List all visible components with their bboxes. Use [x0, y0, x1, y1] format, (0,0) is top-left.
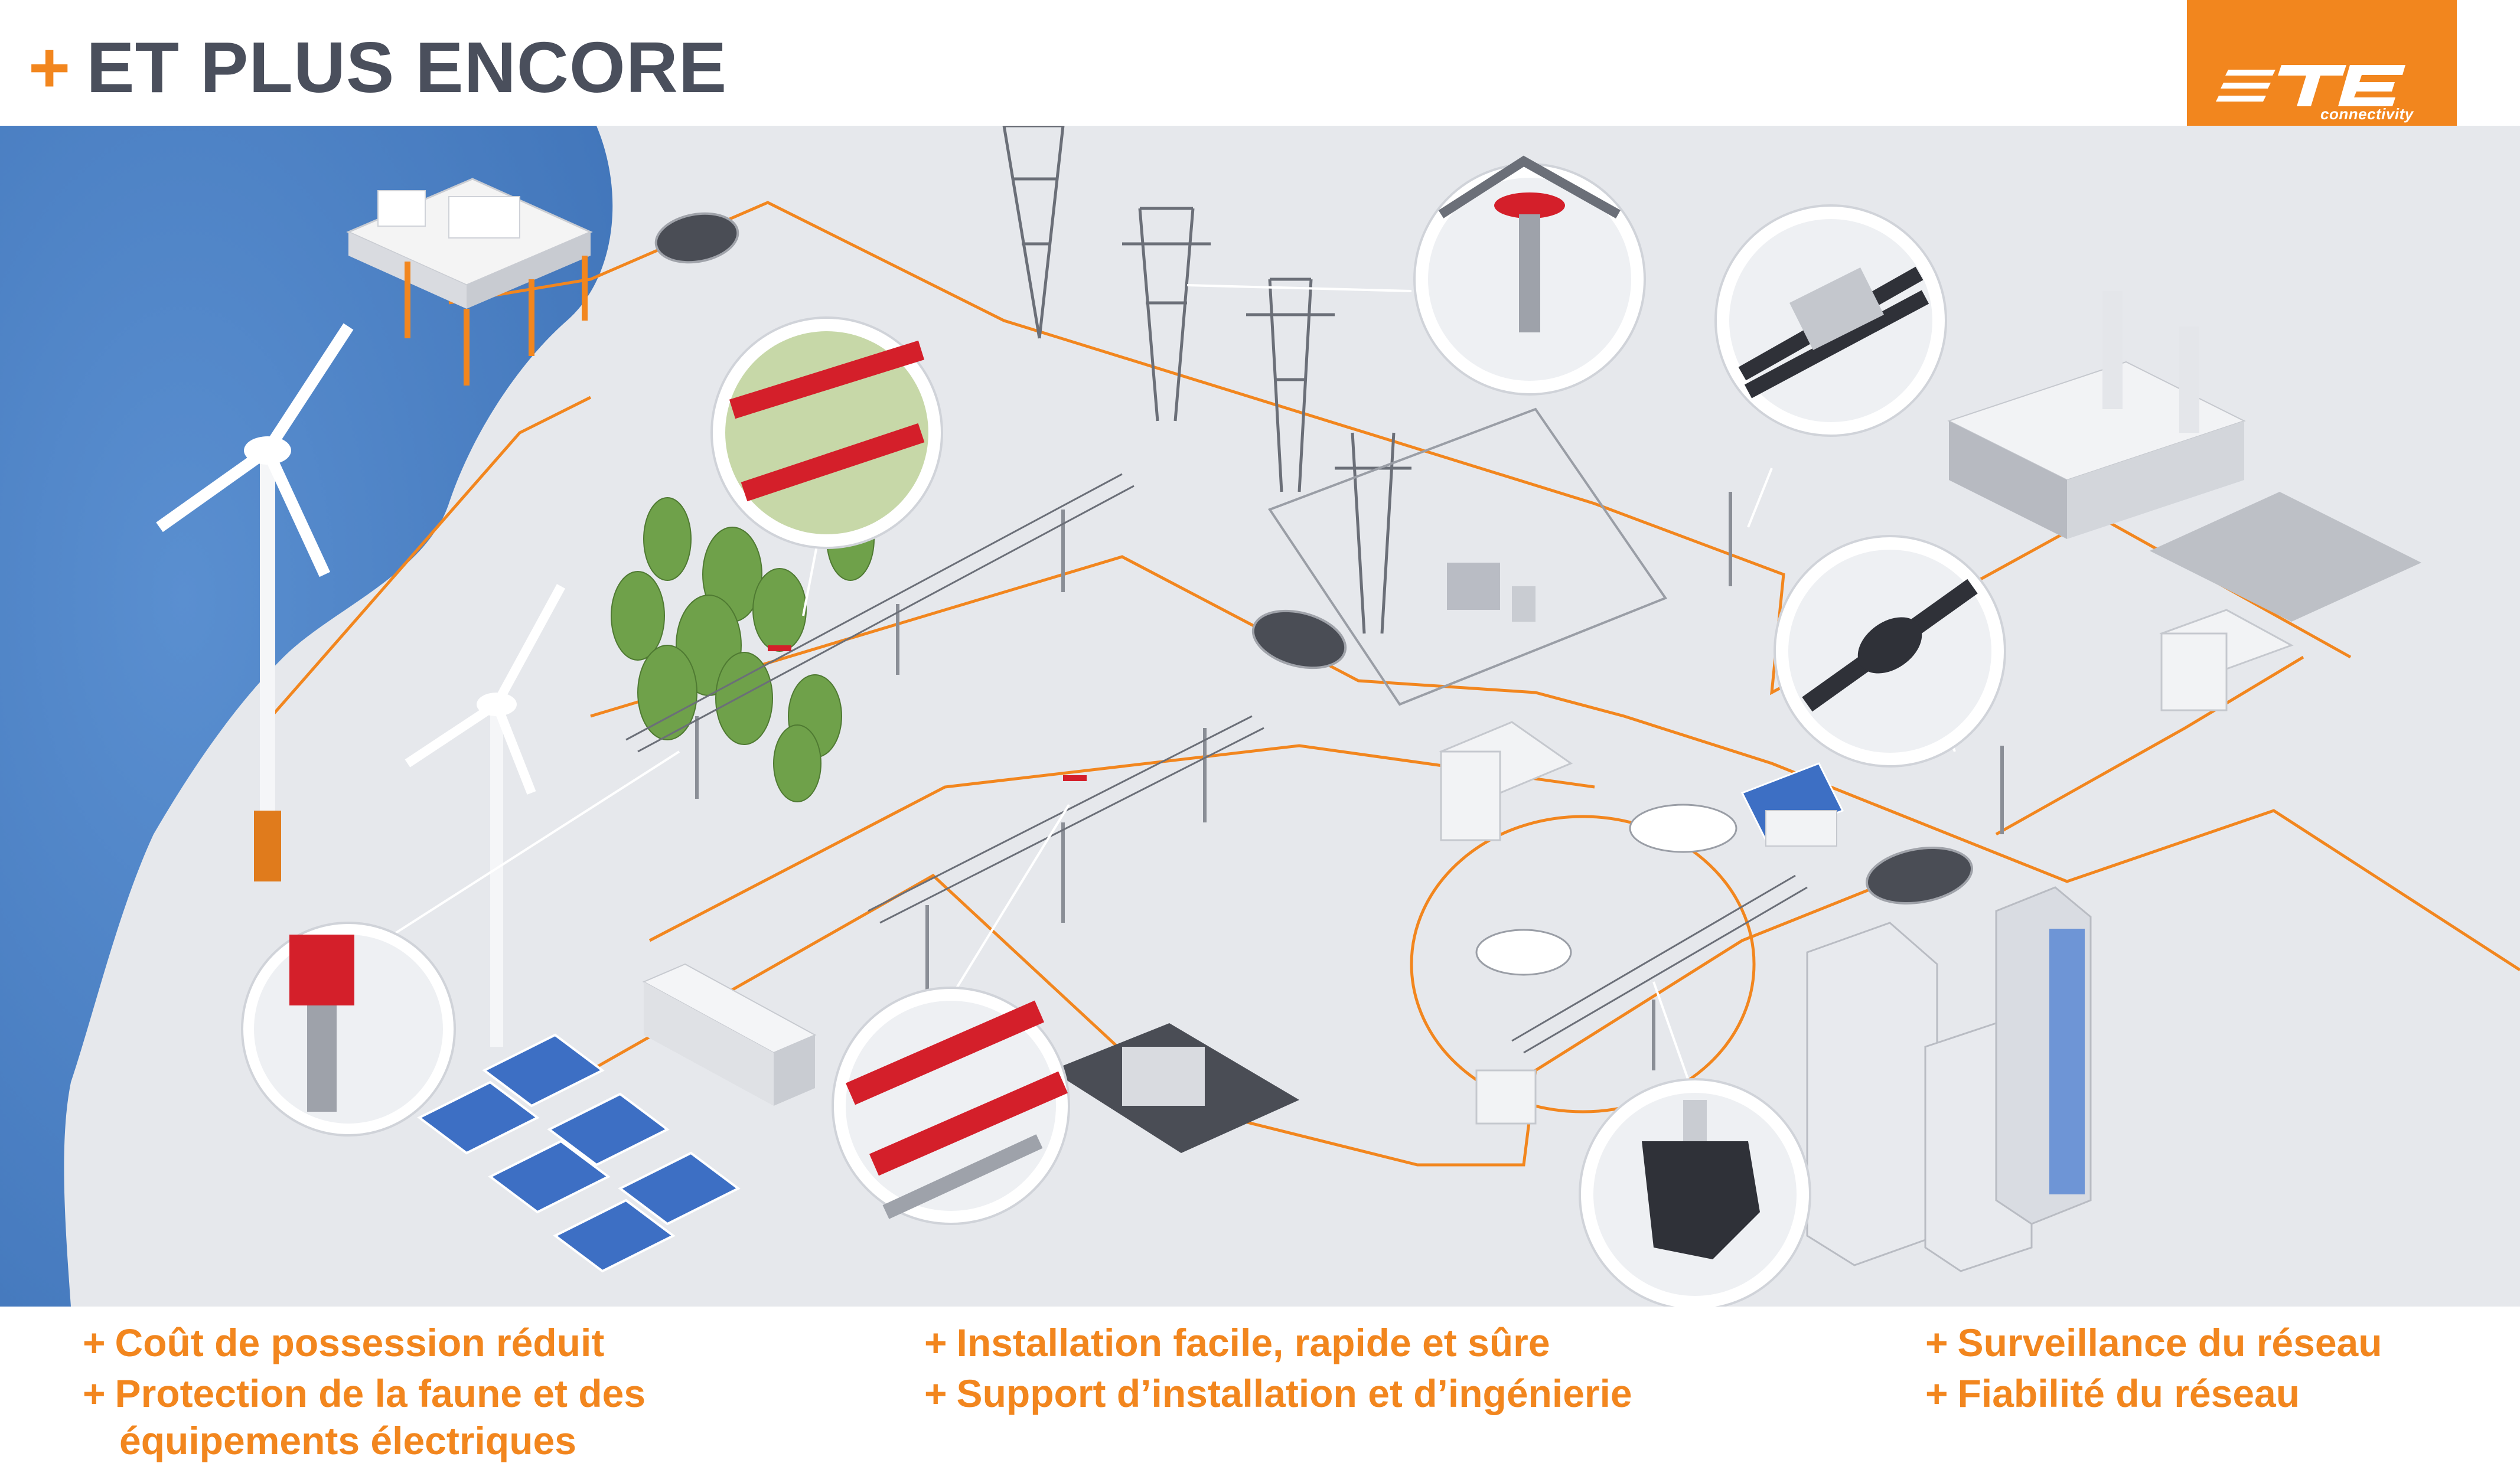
vegetation-cable-callout-icon [710, 316, 943, 549]
benefit-plus: + [83, 1371, 106, 1415]
power-grid-scene [0, 126, 2520, 1307]
bird-guard-callout-icon [832, 987, 1070, 1225]
cable-termination-callout-icon [1774, 535, 2006, 768]
wind-turbine-icon [405, 584, 566, 1047]
cable-joint-icon [654, 212, 1973, 904]
electric-car-icon [1475, 804, 1737, 976]
underground-substation-icon [1051, 1023, 1299, 1153]
benefits-column-1: +Coût de possession réduit +Protection d… [83, 1317, 646, 1466]
piercing-connector-callout-icon [1579, 1078, 1811, 1307]
benefit-text: Coût de possession réduit [115, 1321, 605, 1364]
sea-area [0, 126, 613, 1307]
house-icon [1740, 762, 1844, 847]
benefit-plus: + [1925, 1321, 1948, 1364]
benefit-item: +Surveillance du réseau [1925, 1317, 2382, 1368]
offshore-substation-icon [346, 178, 593, 386]
page-title: +ET PLUS ENCORE [28, 26, 727, 109]
callout-lines [383, 284, 1956, 1083]
benefit-item: +Protection de la faune et des [83, 1368, 646, 1419]
benefit-item: +Coût de possession réduit [83, 1317, 646, 1368]
benefits-section: +Coût de possession réduit +Protection d… [0, 1307, 2520, 1476]
benefit-plus: + [1925, 1371, 1948, 1415]
te-logo-icon [2216, 65, 2405, 106]
insulator-callout-icon [1413, 155, 1646, 396]
factory-icon [1947, 291, 2421, 622]
logo-tagline: connectivity [2320, 105, 2414, 123]
benefits-column-2: +Installation facile, rapide et sûre +Su… [924, 1317, 1632, 1419]
solar-panel-icon [417, 1033, 741, 1273]
benefit-plus: + [83, 1321, 106, 1364]
benefit-plus: + [924, 1321, 947, 1364]
wind-turbine-icon [156, 323, 354, 881]
benefit-text: Support d’installation et d’ingénierie [956, 1371, 1632, 1415]
substation-icon [1267, 407, 1668, 706]
surge-arrester-callout-icon [241, 922, 456, 1137]
benefit-text: équipements électriques [119, 1419, 576, 1462]
distribution-pole-icon [695, 492, 2004, 1070]
office-building-icon [1806, 886, 2092, 1272]
benefit-item: +Support d’installation et d’ingénierie [924, 1368, 1632, 1419]
connector-callout-icon [1714, 204, 1947, 437]
battery-container-icon [642, 963, 817, 1106]
benefit-item: +Fiabilité du réseau [1925, 1368, 2382, 1419]
benefit-item: +Installation facile, rapide et sûre [924, 1317, 1632, 1368]
benefit-text: Protection de la faune et des [115, 1371, 646, 1415]
benefit-text: Fiabilité du réseau [1957, 1371, 2300, 1415]
forest-icon [611, 497, 875, 802]
title-text: ET PLUS ENCORE [86, 27, 728, 107]
kiosk-substation-icon [1439, 609, 2294, 1125]
benefit-text: Surveillance du réseau [1957, 1321, 2382, 1364]
bird-guard-marker [768, 645, 1087, 781]
overhead-lines [625, 473, 1808, 1054]
benefits-column-3: +Surveillance du réseau +Fiabilité du ré… [1925, 1317, 2382, 1419]
benefit-text: Installation facile, rapide et sûre [956, 1321, 1550, 1364]
transmission-tower-icon [1002, 126, 1411, 634]
title-plus: + [28, 27, 71, 107]
header: +ET PLUS ENCORE [0, 0, 2520, 127]
benefit-plus: + [924, 1371, 947, 1415]
benefit-item-continuation: équipements électriques [83, 1415, 646, 1466]
